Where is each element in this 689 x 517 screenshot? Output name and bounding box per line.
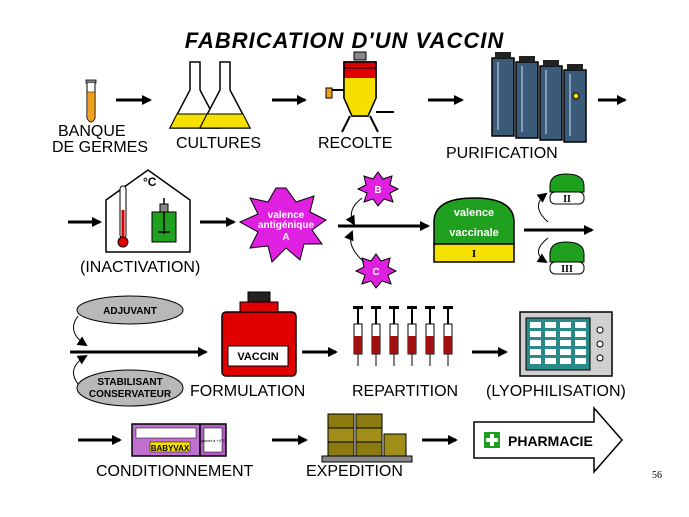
valence-a-line2: antigénique — [258, 220, 315, 231]
vial-18 — [545, 358, 556, 364]
inactivation-label: (INACTIVATION) — [80, 259, 201, 276]
freeze-dryer-vials — [530, 322, 586, 364]
adjuvant-label: ADJUVANT — [103, 306, 157, 317]
box-side-label: garder à +4°C — [200, 438, 225, 443]
valence-ii-badge — [549, 173, 585, 205]
ii-link-arrow — [536, 192, 549, 223]
valence-vaccinale-badge — [433, 197, 515, 263]
valence-iii-label: III — [561, 264, 573, 275]
valence-vaccinale-line2: vaccinale — [449, 227, 499, 239]
stabilisant-bubble — [76, 369, 184, 407]
valence-ii-label: II — [563, 194, 571, 205]
test-tube-icon — [85, 79, 97, 123]
syringe-4 — [407, 306, 417, 366]
banque-label-1: BANQUE — [58, 123, 126, 140]
vial-5 — [530, 331, 541, 337]
babyvax-label: BABYVAX — [151, 444, 190, 453]
vial-20 — [575, 358, 586, 364]
recolte-label: RECOLTE — [318, 135, 393, 152]
burst-b-label: B — [374, 185, 381, 196]
syringe-5 — [425, 306, 435, 366]
vial-9 — [530, 340, 541, 346]
adjuvant-bubble — [76, 295, 184, 325]
adjuvant-link-arrow — [73, 315, 88, 347]
vial-14 — [545, 349, 556, 355]
vial-10 — [545, 340, 556, 346]
valence-a-line1: valence — [268, 210, 305, 221]
vial-8 — [575, 331, 586, 337]
valence-vaccinale-roman: I — [472, 248, 476, 260]
vial-17 — [530, 358, 541, 364]
inactivation-house-icon — [105, 169, 191, 253]
syringes-icon — [353, 306, 453, 366]
pharmacie-label: PHARMACIE — [508, 433, 593, 449]
lyophilisation-label: (LYOPHILISATION) — [486, 383, 626, 400]
page-number: 56 — [652, 470, 662, 481]
expedition-label: EXPEDITION — [306, 463, 403, 480]
vial-11 — [560, 340, 571, 346]
vial-4 — [575, 322, 586, 328]
vial-19 — [560, 358, 571, 364]
c-link-arrow — [344, 230, 365, 263]
burst-c-label: C — [372, 267, 379, 278]
vaccine-box-icon — [131, 423, 227, 457]
valence-iii-badge — [549, 241, 585, 275]
stabilisant-link-arrow — [73, 354, 88, 385]
vial-1 — [530, 322, 541, 328]
vial-12 — [575, 340, 586, 346]
harvest-tank-icon — [325, 51, 394, 133]
syringe-2 — [371, 306, 381, 366]
syringe-1 — [353, 306, 363, 366]
vaccin-bottle-label: VACCIN — [237, 351, 278, 363]
banque-label-2: DE GERMES — [52, 139, 149, 156]
pharmacie-arrow-sign — [473, 406, 623, 474]
stabilisant-label: STABILISANT — [97, 377, 162, 388]
culture-flasks-icon — [168, 61, 252, 129]
repartition-label: REPARTITION — [352, 383, 459, 400]
burst-b — [356, 171, 400, 207]
vial-3 — [560, 322, 571, 328]
purification-label: PURIFICATION — [446, 145, 558, 162]
vial-16 — [575, 349, 586, 355]
syringe-3 — [389, 306, 399, 366]
valence-a-line3: A — [282, 232, 289, 243]
vaccine-bottle-icon — [221, 291, 297, 377]
inactivation-unit: °C — [143, 175, 157, 189]
purification-columns-icon — [491, 52, 587, 143]
conditionnement-label: CONDITIONNEMENT — [96, 463, 254, 480]
vial-13 — [530, 349, 541, 355]
vial-6 — [545, 331, 556, 337]
valence-antigenique-burst — [238, 187, 327, 263]
vial-7 — [560, 331, 571, 337]
vial-2 — [545, 322, 556, 328]
vial-15 — [560, 349, 571, 355]
valence-vaccinale-line1: valence — [454, 207, 494, 219]
conservateur-label: CONSERVATEUR — [89, 389, 172, 400]
b-link-arrow — [345, 197, 363, 226]
page-title: FABRICATION D'UN VACCIN — [184, 28, 505, 53]
burst-c — [354, 253, 398, 289]
cultures-label: CULTURES — [176, 135, 262, 152]
shipping-pallet-icon — [321, 413, 413, 463]
formulation-label: FORMULATION — [190, 383, 306, 400]
syringe-6 — [443, 306, 453, 366]
iii-link-arrow — [536, 237, 549, 264]
